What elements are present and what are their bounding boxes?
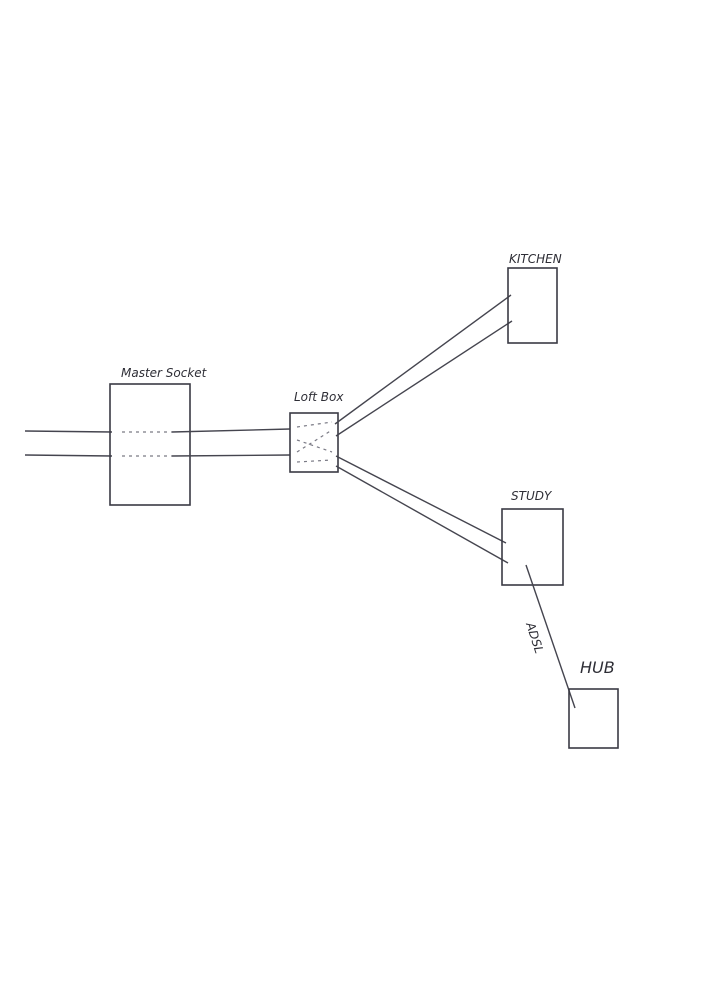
hub-label: HUB <box>580 658 615 677</box>
study-box <box>501 508 564 586</box>
master-socket-label: Master Socket <box>121 366 208 380</box>
kitchen-node: KITCHEN <box>507 252 562 344</box>
hub-box <box>568 688 619 749</box>
kitchen-box <box>507 267 558 344</box>
study-label: STUDY <box>511 489 553 503</box>
loft-box-label: Loft Box <box>294 390 344 404</box>
incoming-wires <box>24 430 113 457</box>
loft-box <box>289 412 339 473</box>
adsl-label: ADSL <box>523 620 546 655</box>
loft-to-study-wires <box>335 455 509 564</box>
adsl-connection: ADSL <box>523 564 576 709</box>
hub-node: HUB <box>568 658 619 749</box>
master-socket-node: Master Socket <box>109 366 208 506</box>
master-to-loft-wires <box>171 428 291 457</box>
study-node: STUDY <box>501 489 564 586</box>
loft-to-kitchen-wires <box>334 294 513 437</box>
kitchen-label: KITCHEN <box>509 252 562 266</box>
loft-box-node: Loft Box <box>289 390 344 473</box>
master-socket-box <box>109 383 191 506</box>
